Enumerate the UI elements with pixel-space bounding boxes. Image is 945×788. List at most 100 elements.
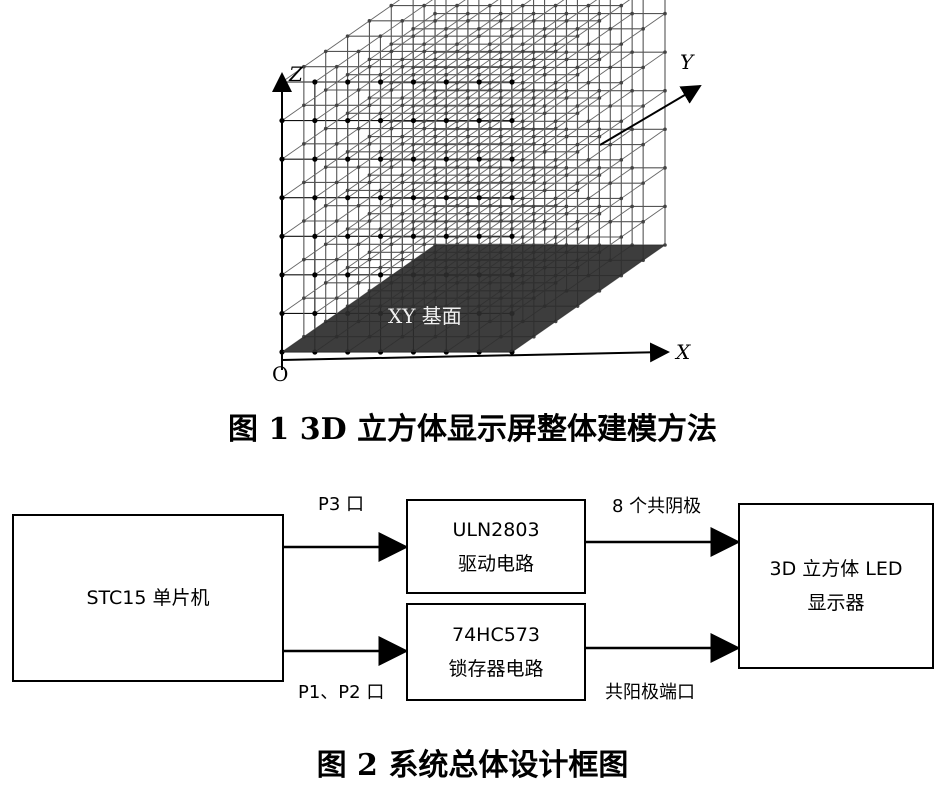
led-node — [389, 126, 394, 131]
lattice-line — [314, 13, 469, 121]
led-node — [488, 158, 492, 162]
led-node — [542, 227, 547, 231]
led-node — [433, 19, 437, 23]
latch-chip-label: 74HC573 — [452, 624, 540, 646]
led-node — [466, 166, 470, 170]
led-node — [477, 34, 481, 38]
led-node — [345, 79, 351, 85]
led-node — [302, 296, 306, 300]
led-node — [433, 211, 437, 216]
led-node — [411, 227, 416, 231]
led-node — [619, 119, 624, 124]
led-node — [433, 57, 437, 62]
latch-block: 74HC573 锁存器电路 — [406, 603, 586, 701]
led-node — [532, 180, 536, 185]
led-node — [575, 188, 580, 193]
led-node — [400, 180, 405, 185]
lattice-line — [347, 90, 501, 199]
led-node — [498, 204, 503, 209]
led-node — [531, 57, 536, 62]
led-node — [345, 117, 351, 124]
led-node — [312, 117, 318, 124]
xy-base-plane — [282, 245, 665, 352]
led-node — [498, 88, 503, 93]
led-node — [597, 19, 602, 23]
led-node — [597, 11, 602, 16]
led-node — [532, 219, 536, 223]
led-node — [433, 134, 437, 139]
led-node — [410, 156, 417, 162]
led-node — [608, 27, 613, 31]
led-node — [531, 50, 536, 54]
led-node — [367, 173, 372, 177]
led-node — [302, 64, 306, 69]
lattice-line — [281, 90, 436, 199]
led-node — [323, 126, 328, 131]
led-node — [444, 72, 448, 77]
led-node — [575, 34, 580, 38]
led-node — [597, 211, 602, 216]
led-node — [564, 211, 569, 216]
led-node — [411, 27, 415, 31]
led-node — [411, 142, 415, 147]
led-node — [377, 233, 384, 239]
lattice-line — [281, 13, 436, 121]
led-node — [334, 219, 339, 223]
led-node — [400, 103, 405, 108]
led-node — [553, 158, 558, 162]
led-node — [510, 34, 514, 38]
led-node — [553, 203, 558, 208]
driver-chip-label: ULN2803 — [452, 518, 540, 541]
led-node — [400, 19, 405, 23]
led-node — [521, 88, 525, 92]
led-node — [356, 165, 361, 169]
led-node — [400, 257, 405, 262]
led-node — [564, 166, 569, 170]
led-node — [521, 126, 525, 131]
led-node — [564, 96, 569, 100]
led-node — [377, 272, 384, 278]
led-node — [455, 196, 459, 201]
lattice-line — [478, 51, 633, 160]
led-node — [378, 227, 383, 231]
led-node — [312, 79, 318, 85]
lattice-line — [380, 90, 534, 199]
led-node — [356, 49, 361, 54]
led-node — [477, 227, 481, 231]
led-node — [476, 117, 482, 124]
lattice-line — [413, 51, 567, 160]
led-node — [597, 127, 602, 132]
y-axis — [599, 84, 702, 146]
led-node — [477, 150, 481, 154]
led-node — [422, 242, 427, 247]
led-node — [389, 80, 394, 85]
led-node — [356, 88, 361, 92]
led-node — [641, 142, 645, 147]
led-node — [466, 57, 470, 62]
led-node — [411, 72, 416, 77]
led-node — [400, 219, 405, 223]
led-node — [411, 65, 415, 70]
lattice-line — [446, 90, 600, 199]
led-node — [531, 11, 536, 16]
led-node — [564, 50, 569, 54]
led-node — [542, 72, 547, 77]
led-node — [586, 119, 591, 124]
led-node — [466, 211, 470, 216]
led-node — [466, 88, 470, 93]
led-node — [564, 11, 569, 16]
led-node — [377, 195, 384, 201]
led-node — [443, 79, 449, 85]
led-node — [367, 19, 372, 23]
led-node — [422, 203, 427, 208]
led-node — [586, 42, 591, 46]
led-node — [542, 27, 547, 31]
led-node — [312, 195, 318, 201]
led-node — [553, 3, 558, 8]
led-node — [323, 88, 328, 92]
led-node — [312, 272, 318, 278]
led-node — [509, 195, 515, 201]
mcu-block: STC15 单片机 — [12, 514, 284, 682]
led-node — [553, 126, 558, 131]
led-node — [520, 235, 525, 239]
